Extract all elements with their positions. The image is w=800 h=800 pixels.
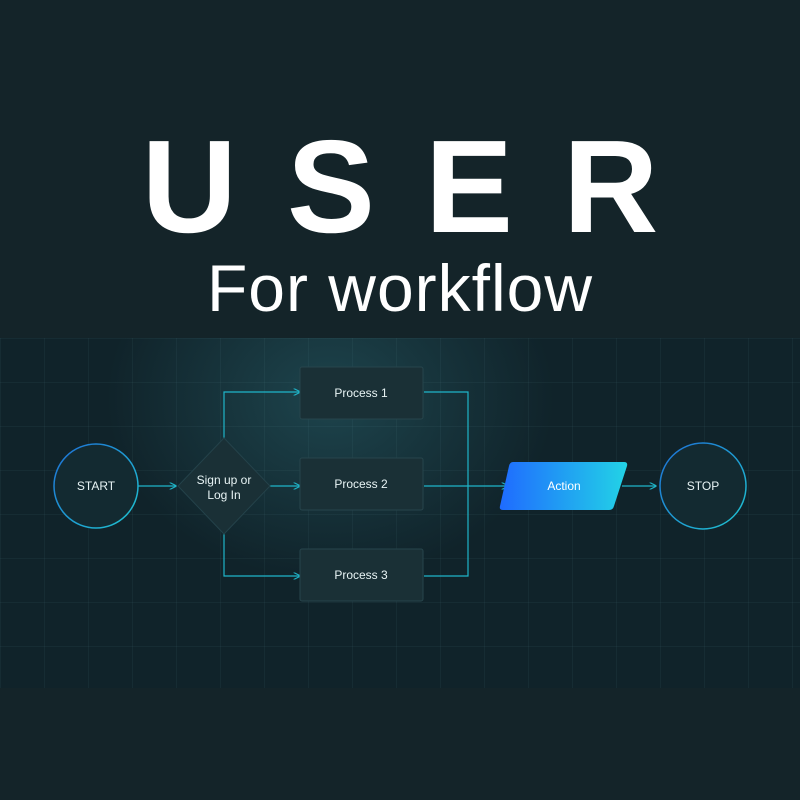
process-2-label: Process 2 — [334, 477, 388, 491]
start-label: START — [77, 479, 116, 493]
start-node: START — [53, 443, 139, 529]
decision-node: Sign up or Log In — [177, 437, 271, 535]
page-subtitle: For workflow — [206, 251, 594, 325]
connector-decision-to-process3 — [223, 532, 300, 576]
process-2-node: Process 2 — [299, 457, 424, 511]
process-3-node: Process 3 — [299, 548, 424, 602]
action-label: Action — [547, 479, 580, 493]
connector-process3-merge — [424, 486, 469, 577]
connector-decision-to-process1 — [223, 392, 300, 440]
process-1-label: Process 1 — [334, 386, 388, 400]
decision-label-line2: Log In — [207, 488, 240, 502]
connector-process1-merge — [424, 391, 469, 486]
page-title: USER — [141, 113, 709, 260]
stop-node: STOP — [659, 442, 747, 530]
connectors — [138, 392, 656, 576]
process-1-node: Process 1 — [299, 366, 424, 420]
decision-label-line1: Sign up or — [197, 473, 252, 487]
stop-label: STOP — [687, 479, 719, 493]
process-3-label: Process 3 — [334, 568, 388, 582]
action-node: Action — [499, 462, 628, 510]
